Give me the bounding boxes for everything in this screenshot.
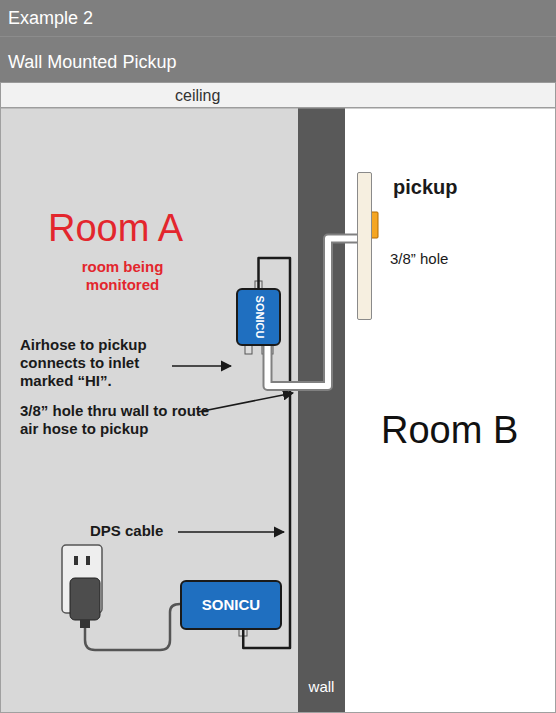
- room-name: Room B: [381, 408, 518, 454]
- device-brand: SONICU: [252, 296, 265, 339]
- ceiling-label: ceiling: [175, 86, 220, 105]
- frame: [1, 108, 556, 713]
- room-name: Room A: [48, 206, 183, 252]
- subtitle: Wall Mounted Pickup: [8, 52, 176, 74]
- diagram-title: Example 2: [8, 8, 93, 30]
- room-a-floor: [0, 108, 298, 713]
- hole-dimension: 3/8” hole: [390, 250, 448, 268]
- wall-pickup: pickup: [357, 172, 372, 320]
- callout-note: DPS cable: [90, 522, 163, 540]
- leader-arrow: [172, 365, 231, 367]
- header-divider: [0, 36, 556, 37]
- leader-arrow: [178, 531, 284, 533]
- sonicu-monitor: SONICU: [180, 580, 282, 630]
- room-b-floor: [345, 108, 556, 713]
- outlet-slot: [74, 556, 78, 565]
- power-adapter: [70, 578, 100, 620]
- callout-note: Airhose to pickup connects to inlet mark…: [20, 336, 172, 390]
- pickup-label: pickup: [393, 175, 457, 199]
- wall-label: wall: [298, 678, 345, 696]
- header-bar: [0, 0, 556, 82]
- room-region: Room B pickup: [345, 108, 556, 713]
- power-adapter-strain: [80, 620, 90, 628]
- room-region: Room A room being monitoredSONICU SONICU: [0, 108, 298, 713]
- lo-inlet: [245, 345, 252, 354]
- callout-note: 3/8” hole thru wall to route air hose to…: [20, 402, 225, 438]
- ceiling-band: ceiling: [0, 82, 556, 108]
- room-note: room being monitored: [55, 258, 190, 294]
- device-brand: SONICU: [202, 596, 260, 614]
- wall-section: [298, 108, 345, 713]
- outlet-slot: [86, 556, 90, 565]
- ceiling-band: [1, 83, 556, 108]
- wall-region: wall: [298, 108, 345, 713]
- sonicu-sensor: SONICU: [236, 288, 281, 346]
- power-cord: [85, 604, 180, 650]
- pickup-tab: [371, 212, 378, 238]
- leader-arrow: [198, 393, 293, 412]
